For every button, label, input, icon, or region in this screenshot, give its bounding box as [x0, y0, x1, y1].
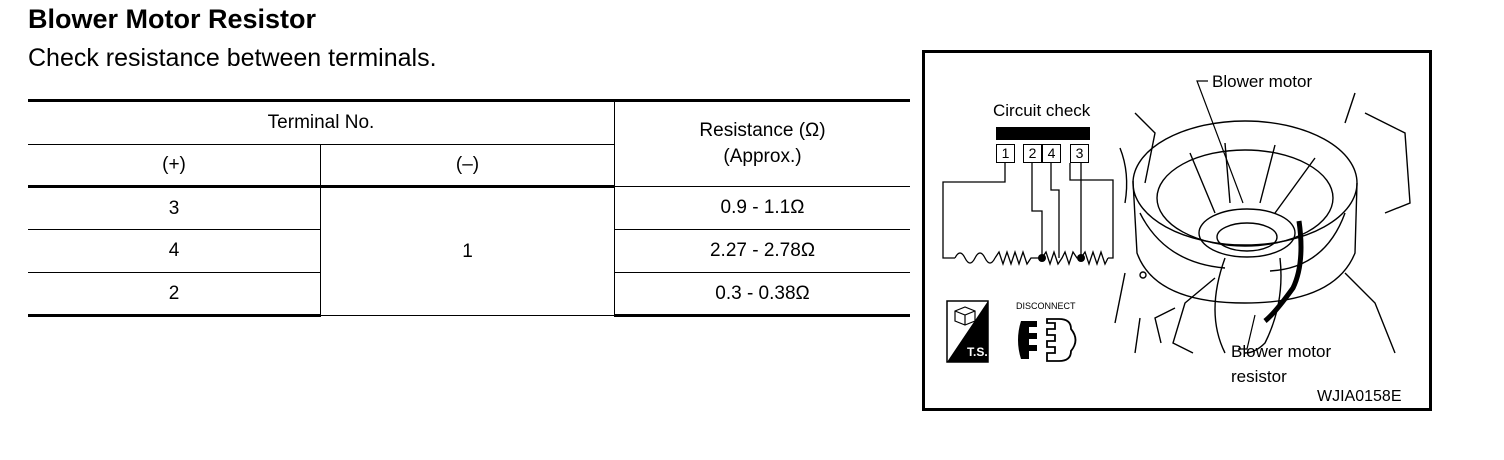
connector-pin: 3: [1070, 144, 1089, 163]
row-resistance-value: 0.3 - 0.38Ω: [614, 272, 910, 317]
blower-resistor-illustration: Circuit check 1 2 4 3 Blower motor Blowe…: [922, 50, 1432, 411]
row-plus-terminal: 3: [28, 186, 321, 230]
page-subtitle: Check resistance between terminals.: [28, 44, 437, 72]
wire-harness: [1263, 220, 1304, 323]
row-plus-terminal: 4: [28, 229, 321, 273]
table-row: 2 0.3 - 0.38Ω: [28, 272, 910, 317]
header-plus: (+): [28, 144, 321, 188]
connector-housing: [996, 127, 1090, 140]
resistor-label-line2: resistor: [1231, 367, 1287, 386]
illustration-drawing: [942, 80, 1411, 363]
leader-lines: [1196, 80, 1256, 350]
connector-pin: 2: [1023, 144, 1042, 163]
header-minus: (–): [320, 144, 615, 188]
disconnect-icon: [1018, 318, 1077, 362]
table-row: 4 2.27 - 2.78Ω: [28, 229, 910, 273]
table-header-row: Terminal No. Resistance (Ω) (Approx.): [28, 99, 910, 187]
page-title: Blower Motor Resistor: [28, 4, 317, 34]
resistor-label-line1: Blower motor: [1231, 342, 1332, 361]
row-plus-terminal: 2: [28, 272, 321, 317]
table-row: 3 1 0.9 - 1.1Ω: [28, 186, 910, 316]
ts-icon: [946, 300, 989, 363]
header-resistance-label: Resistance (Ω): [699, 120, 826, 141]
blower-motor-sketch: [1114, 92, 1411, 354]
figure-code: WJIA0158E: [1317, 388, 1402, 405]
table-subheader-row: (+) (–): [28, 144, 910, 188]
connector-pin: 4: [1042, 144, 1061, 163]
resistance-table: Terminal No. Resistance (Ω) (Approx.) (+…: [28, 99, 910, 317]
circuit-wiring: [942, 163, 1114, 267]
ts-label: T.S.: [967, 345, 988, 359]
connector-pin: 1: [996, 144, 1015, 163]
blower-motor-label: Blower motor: [1212, 72, 1313, 91]
disconnect-label: DISCONNECT: [1016, 301, 1076, 311]
minus-terminal-value: 1: [320, 186, 615, 316]
row-resistance-value: 2.27 - 2.78Ω: [614, 229, 910, 273]
circuit-check-label: Circuit check: [993, 101, 1091, 120]
header-resistance: Resistance (Ω) (Approx.): [614, 99, 910, 187]
row-resistance-value: 0.9 - 1.1Ω: [614, 186, 910, 230]
header-approx-label: (Approx.): [723, 146, 802, 167]
header-terminal-no: Terminal No.: [28, 99, 615, 145]
